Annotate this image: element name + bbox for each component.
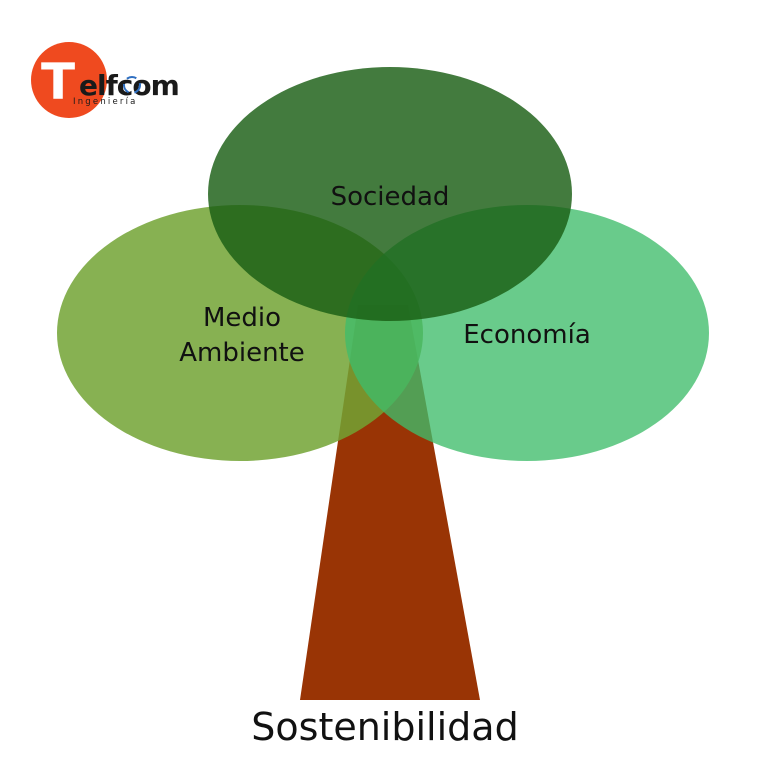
logo-brand-text: elfcom xyxy=(79,69,179,102)
logo-circle xyxy=(31,42,107,118)
circle-sociedad xyxy=(208,67,572,321)
label-ambiente: Ambiente xyxy=(179,338,305,368)
diagram-title: Sostenibilidad xyxy=(251,705,518,749)
label-medio: Medio xyxy=(203,303,281,333)
logo-subtitle: Ingeniería xyxy=(73,97,138,107)
telfcom-logo: T elfcom Ingeniería xyxy=(31,42,180,118)
label-economia: Economía xyxy=(463,320,591,350)
logo-ring-accent xyxy=(123,76,141,94)
label-sociedad: Sociedad xyxy=(331,182,450,212)
logo-letter: T xyxy=(41,53,75,111)
